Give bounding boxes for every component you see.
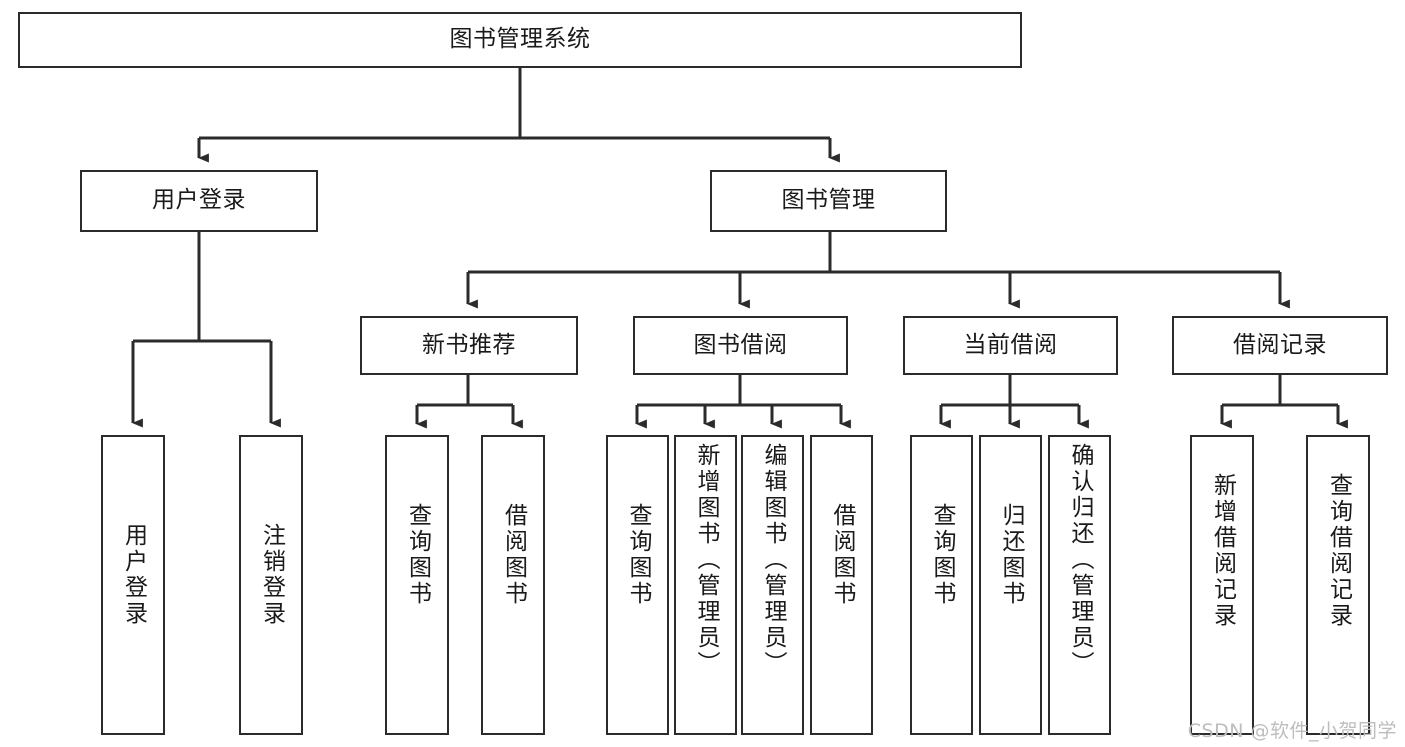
node-book-borrow-label: 图书借阅 <box>693 331 788 358</box>
node-current-borrow[interactable]: 当前借阅 <box>903 316 1118 375</box>
node-new-book-recommend[interactable]: 新书推荐 <box>360 316 578 375</box>
node-book-management-label: 图书管理 <box>781 187 876 214</box>
node-root[interactable]: 图书管理系统 <box>18 12 1022 68</box>
node-leaf-return-book[interactable]: 归还图书 <box>979 435 1042 735</box>
node-user-login-label: 用户登录 <box>152 187 246 214</box>
node-leaf-query-record-label: 查询借阅记录 <box>1325 473 1352 629</box>
node-leaf-borrow-book-2[interactable]: 借阅图书 <box>810 435 873 735</box>
node-current-borrow-label: 当前借阅 <box>963 331 1058 358</box>
node-leaf-add-record-label: 新增借阅记录 <box>1209 473 1236 629</box>
node-leaf-user-login[interactable]: 用户登录 <box>101 435 165 735</box>
node-book-management[interactable]: 图书管理 <box>710 170 947 232</box>
node-leaf-borrow-book-2-label: 借阅图书 <box>829 503 855 607</box>
node-leaf-confirm-return[interactable]: 确认归还（管理员） <box>1048 435 1111 735</box>
node-leaf-query-book-1[interactable]: 查询图书 <box>385 435 449 735</box>
node-leaf-query-record[interactable]: 查询借阅记录 <box>1306 435 1370 735</box>
node-leaf-query-book-3[interactable]: 查询图书 <box>910 435 973 735</box>
node-book-borrow[interactable]: 图书借阅 <box>633 316 848 375</box>
node-leaf-user-logout[interactable]: 注销登录 <box>239 435 303 735</box>
node-leaf-query-book-3-label: 查询图书 <box>929 503 955 607</box>
node-leaf-add-book[interactable]: 新增图书（管理员） <box>674 435 737 735</box>
node-leaf-return-book-label: 归还图书 <box>998 503 1024 607</box>
node-leaf-borrow-book-1-label: 借阅图书 <box>500 503 527 607</box>
node-leaf-user-login-label: 用户登录 <box>120 523 147 627</box>
node-leaf-query-book-2-label: 查询图书 <box>625 503 651 607</box>
node-user-login[interactable]: 用户登录 <box>80 170 318 232</box>
node-leaf-edit-book-label: 编辑图书（管理员） <box>760 443 786 677</box>
node-leaf-query-book-2[interactable]: 查询图书 <box>606 435 669 735</box>
node-leaf-edit-book[interactable]: 编辑图书（管理员） <box>741 435 804 735</box>
node-borrow-record-label: 借阅记录 <box>1233 331 1327 358</box>
node-root-label: 图书管理系统 <box>449 26 591 53</box>
node-leaf-confirm-return-label: 确认归还（管理员） <box>1067 443 1093 677</box>
node-leaf-user-logout-label: 注销登录 <box>258 523 285 627</box>
watermark: CSDN @软件_小贺同学 <box>1187 720 1397 742</box>
node-borrow-record[interactable]: 借阅记录 <box>1172 316 1388 375</box>
node-leaf-query-book-1-label: 查询图书 <box>404 503 431 607</box>
node-leaf-add-book-label: 新增图书（管理员） <box>693 443 719 677</box>
node-leaf-add-record[interactable]: 新增借阅记录 <box>1190 435 1254 735</box>
node-leaf-borrow-book-1[interactable]: 借阅图书 <box>481 435 545 735</box>
node-new-book-recommend-label: 新书推荐 <box>422 331 516 358</box>
